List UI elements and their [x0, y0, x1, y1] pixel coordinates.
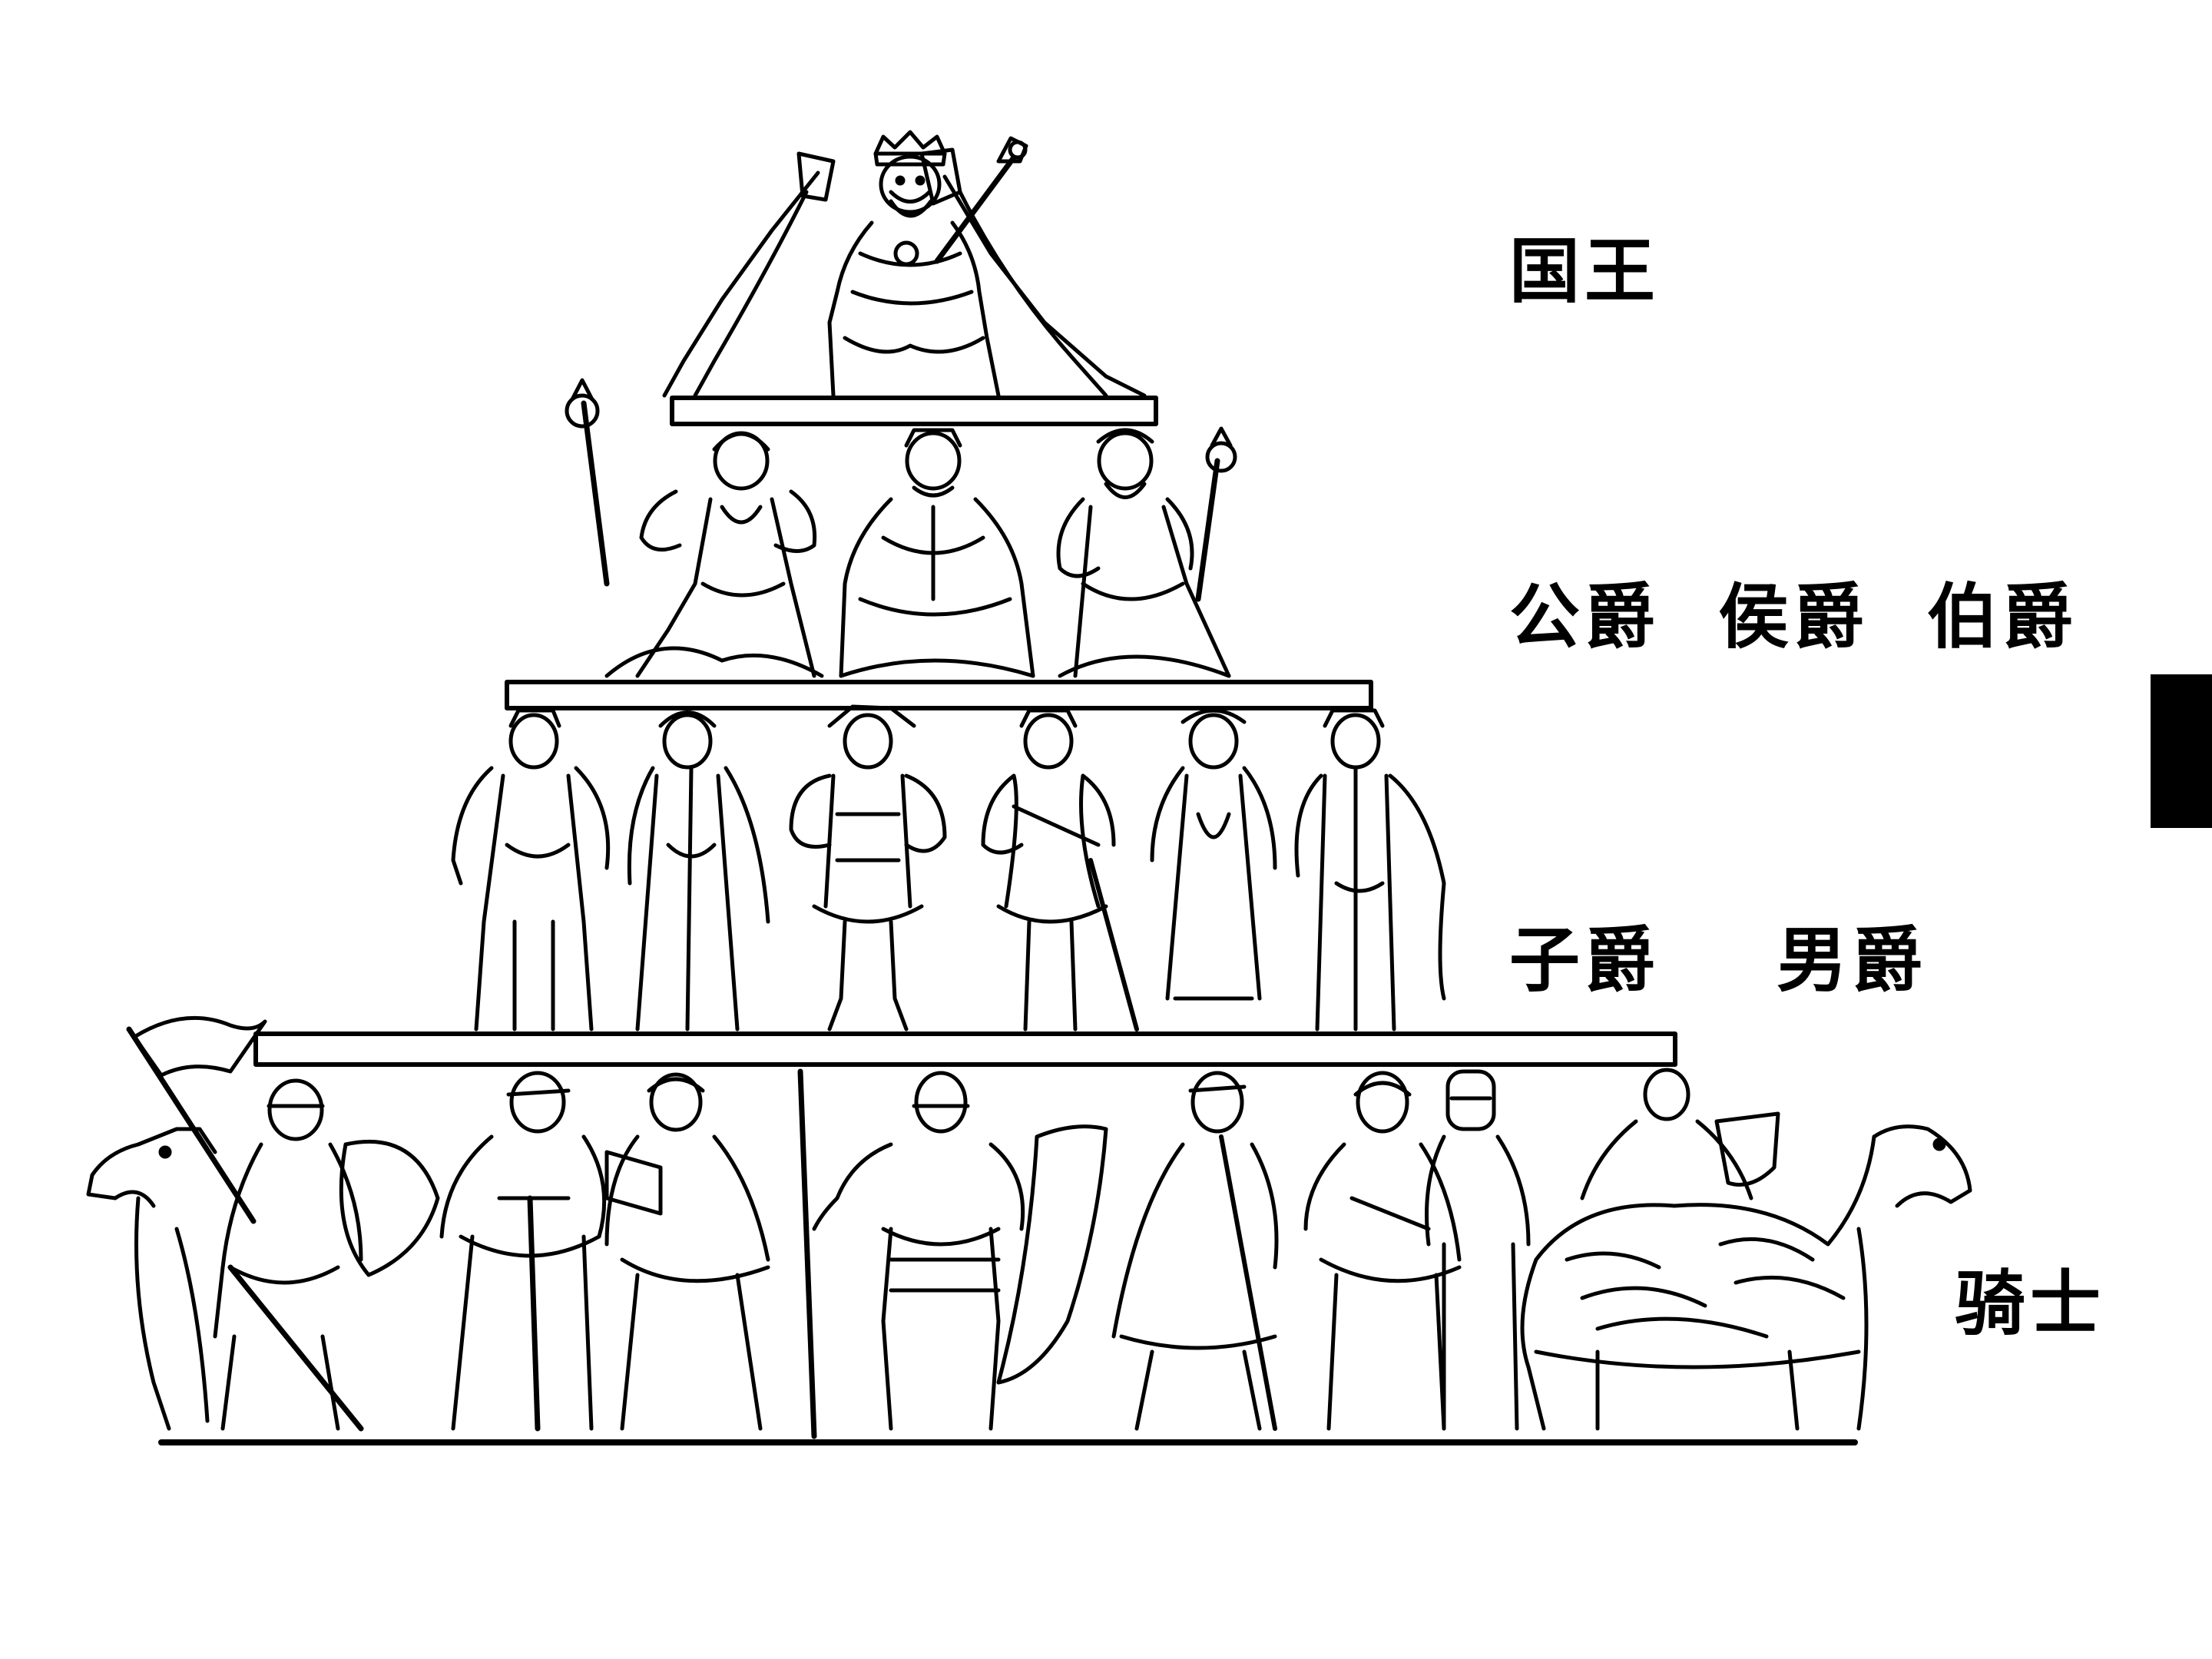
platform-tier3 [253, 1031, 1677, 1067]
baron-figure-3 [1294, 708, 1446, 1031]
knight-figure-3 [604, 1072, 770, 1431]
knight-figure-4 [812, 1071, 1108, 1431]
knight-figure-6 [1303, 1071, 1462, 1431]
platform-king [670, 396, 1158, 426]
viscount-figure-1 [451, 708, 611, 1031]
duke-figure [565, 378, 824, 678]
label-knights: 骑士 [1955, 1263, 2106, 1345]
tier2-figures [565, 378, 1237, 678]
knight-figure-2 [439, 1071, 607, 1432]
horse-left [86, 1127, 217, 1431]
viscount-figure-3 [789, 704, 947, 1031]
knight-figure-5 [1111, 1071, 1279, 1431]
king-figure [662, 130, 1147, 398]
horse-right [1520, 1068, 1972, 1431]
tier4-figures [86, 1015, 1972, 1439]
baron-figure-1 [981, 708, 1139, 1031]
label-viscounts-barons: 子爵 男爵 [1509, 919, 1928, 1002]
tier3-figures [451, 704, 1446, 1031]
platform-tier2 [505, 680, 1373, 710]
knight-figure-1 [213, 1078, 440, 1432]
label-dukes-marquises-earls: 公爵 侯爵 伯爵 [1509, 576, 2078, 658]
earl-figure [1056, 426, 1237, 678]
label-king: 国王 [1509, 230, 1661, 313]
marquis-figure [839, 428, 1035, 678]
baron-figure-2 [1150, 708, 1277, 1001]
viscount-figure-2 [627, 710, 770, 1031]
knight-figure-7 [1425, 1069, 1531, 1431]
edge-black-tab [2151, 674, 2212, 828]
